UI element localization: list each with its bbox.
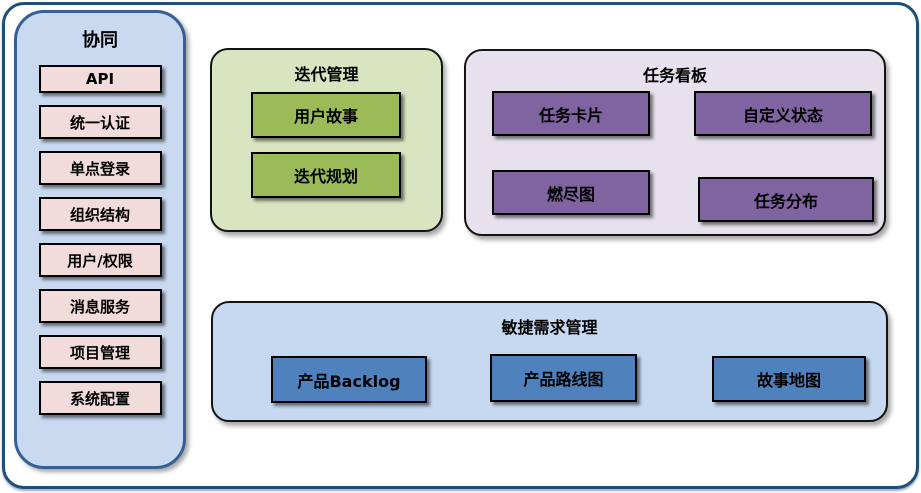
group-task-kanban: 任务看板 任务卡片 自定义状态 燃尽图 任务分布: [464, 49, 886, 236]
sidebar-item-api: API: [38, 65, 162, 93]
sidebar-collaboration: 协同 API 统一认证 单点登录 组织结构 用户/权限 消息服务 项目管理 系统…: [14, 10, 186, 469]
feature-story-map: 故事地图: [712, 356, 866, 402]
group-iteration-management: 迭代管理 用户故事 迭代规划: [210, 48, 443, 232]
sidebar-item-message-service: 消息服务: [38, 289, 162, 323]
sidebar-item-system-config: 系统配置: [38, 381, 162, 415]
sidebar-title: 协同: [82, 30, 118, 51]
sidebar-item-sso: 单点登录: [38, 151, 162, 185]
feature-user-story: 用户故事: [251, 92, 401, 138]
sidebar-item-user-permissions: 用户/权限: [38, 243, 162, 277]
feature-product-backlog: 产品Backlog: [271, 356, 427, 403]
sidebar-item-list: API 统一认证 单点登录 组织结构 用户/权限 消息服务 项目管理 系统配置: [38, 65, 162, 415]
sidebar-item-project-management: 项目管理: [38, 335, 162, 369]
group-requirements-title: 敏捷需求管理: [501, 318, 598, 337]
group-agile-requirements: 敏捷需求管理 产品Backlog 产品路线图 故事地图: [211, 301, 888, 422]
feature-custom-status: 自定义状态: [694, 91, 872, 136]
sidebar-item-org-structure: 组织结构: [38, 197, 162, 231]
sidebar-item-unified-auth: 统一认证: [38, 105, 162, 139]
feature-task-distribution: 任务分布: [698, 177, 874, 222]
feature-burndown-chart: 燃尽图: [492, 170, 650, 215]
feature-task-card: 任务卡片: [492, 91, 650, 136]
feature-iteration-planning: 迭代规划: [251, 152, 401, 198]
group-kanban-title: 任务看板: [642, 66, 707, 85]
feature-product-roadmap: 产品路线图: [490, 354, 637, 402]
group-iteration-title: 迭代管理: [294, 65, 359, 84]
